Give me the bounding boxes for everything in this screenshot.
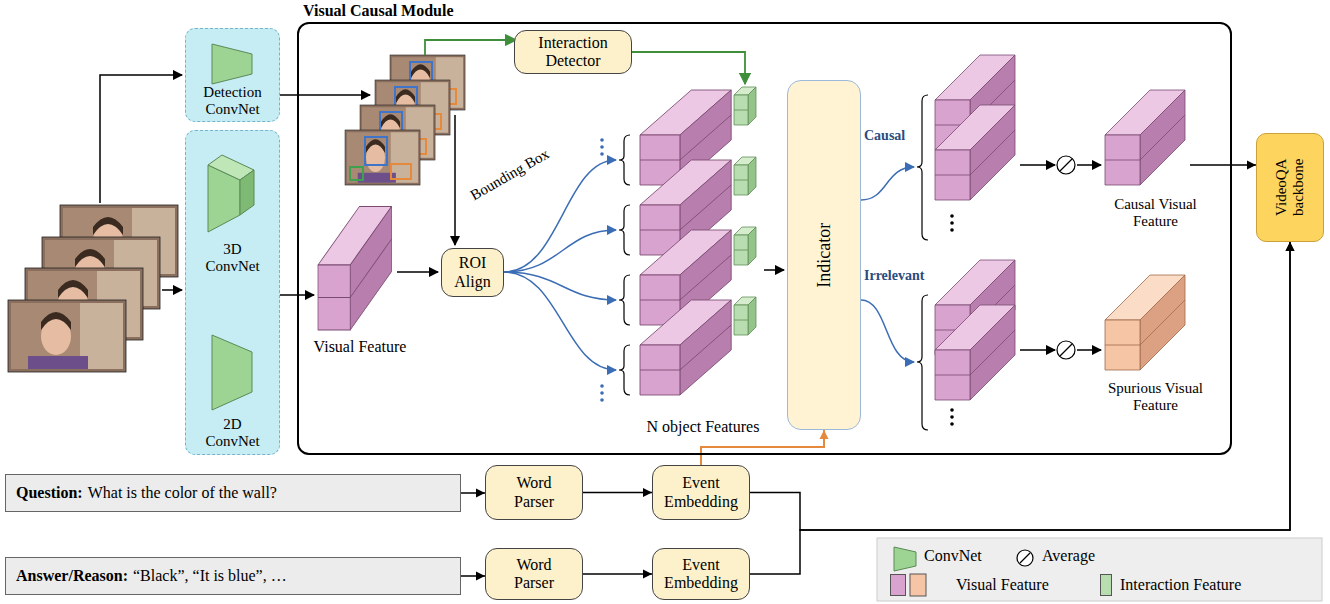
feature-label: N object Features: [628, 418, 778, 436]
brace: [619, 95, 928, 430]
module-title: Visual Causal Module: [303, 2, 454, 20]
node-label: What is the color of the wall?: [88, 484, 277, 502]
backbone-box: VideoQA backbone: [1256, 133, 1324, 242]
average-symbol: [1057, 156, 1075, 359]
legend-text: Visual Feature: [956, 576, 1049, 594]
process-box: Event Embedding: [652, 548, 750, 600]
causal-cubes: [935, 55, 1015, 400]
process-box: Event Embedding: [652, 465, 750, 520]
module-frame: Visual Causal ModuleInteraction Detector…: [297, 22, 1232, 455]
node-label: Indicator: [814, 135, 835, 375]
arrow-head: [1247, 161, 1256, 170]
visual-feature-cube: [318, 207, 392, 331]
node-label: Question:: [16, 484, 83, 502]
connector: [583, 488, 652, 497]
connector: [461, 489, 485, 498]
node-label: Answer/Reason:: [16, 567, 128, 585]
connector: [701, 430, 829, 465]
process-box: Word Parser: [485, 465, 583, 520]
convnet-panel: Detection ConvNet: [185, 28, 280, 122]
node-label: “Black”, “It is blue”, …: [133, 567, 287, 585]
legend-text: Average: [1042, 547, 1095, 565]
node-label: Detection ConvNet: [189, 84, 277, 119]
legend-swatch: [1100, 574, 1112, 596]
process-box: Word Parser: [485, 548, 583, 600]
feature-label: Causal Visual Feature: [1093, 196, 1218, 231]
object-feature-cubes: [640, 87, 756, 395]
input-text-box: Answer/Reason: “Black”, “It is blue”, …: [5, 557, 461, 595]
legend-panel: [877, 538, 1322, 601]
arrow-head: [476, 572, 485, 581]
connector-line: [583, 573, 652, 575]
process-box: ROI Align: [441, 248, 504, 297]
convnet-panel: 3D ConvNet 2D ConvNet: [185, 130, 280, 455]
connector: [461, 572, 485, 581]
input-frames: [8, 205, 178, 372]
arrow-head: [643, 488, 652, 497]
annotation-label: Bounding Box: [468, 146, 553, 205]
connector-line: [701, 430, 824, 465]
arrow-head: [476, 489, 485, 498]
legend-swatch: [890, 574, 906, 596]
branch-label: Causal: [864, 128, 905, 144]
legend-text: Interaction Feature: [1120, 576, 1241, 594]
arrow-head: [1286, 242, 1295, 251]
input-text-box: Question: What is the color of the wall?: [5, 474, 461, 512]
node-label: ROI Align: [448, 254, 498, 291]
arrow-head: [820, 430, 829, 439]
indicator-box: Indicator: [787, 80, 861, 430]
node-label: VideoQA backbone: [1273, 139, 1308, 237]
feature-label: Visual Feature: [300, 338, 420, 356]
bounding-box-frames: [345, 55, 465, 185]
legend-text: ConvNet: [924, 547, 982, 565]
node-label: 3D ConvNet: [203, 241, 263, 276]
flow-arrows: [100, 75, 1232, 350]
branch-label: Irrelevant: [864, 268, 924, 284]
ellipsis-dots: [950, 214, 954, 426]
connector: [583, 570, 652, 579]
node-label: Word Parser: [503, 474, 565, 511]
node-label: Event Embedding: [658, 474, 744, 511]
arrow-head: [1286, 242, 1295, 251]
ellipsis-dots: [600, 138, 604, 402]
node-label: 2D ConvNet: [203, 416, 263, 451]
process-box: Interaction Detector: [514, 30, 632, 74]
arrow-head: [643, 570, 652, 579]
convnet-panel-fill: [185, 28, 280, 455]
node-label: Word Parser: [503, 556, 565, 593]
connector: [1232, 161, 1256, 170]
output-feature-cubes: [1105, 90, 1185, 370]
node-label: Event Embedding: [658, 556, 744, 593]
node-label: Interaction Detector: [515, 34, 631, 71]
connector-line: [583, 492, 652, 494]
feature-label: Spurious Visual Feature: [1093, 380, 1218, 415]
